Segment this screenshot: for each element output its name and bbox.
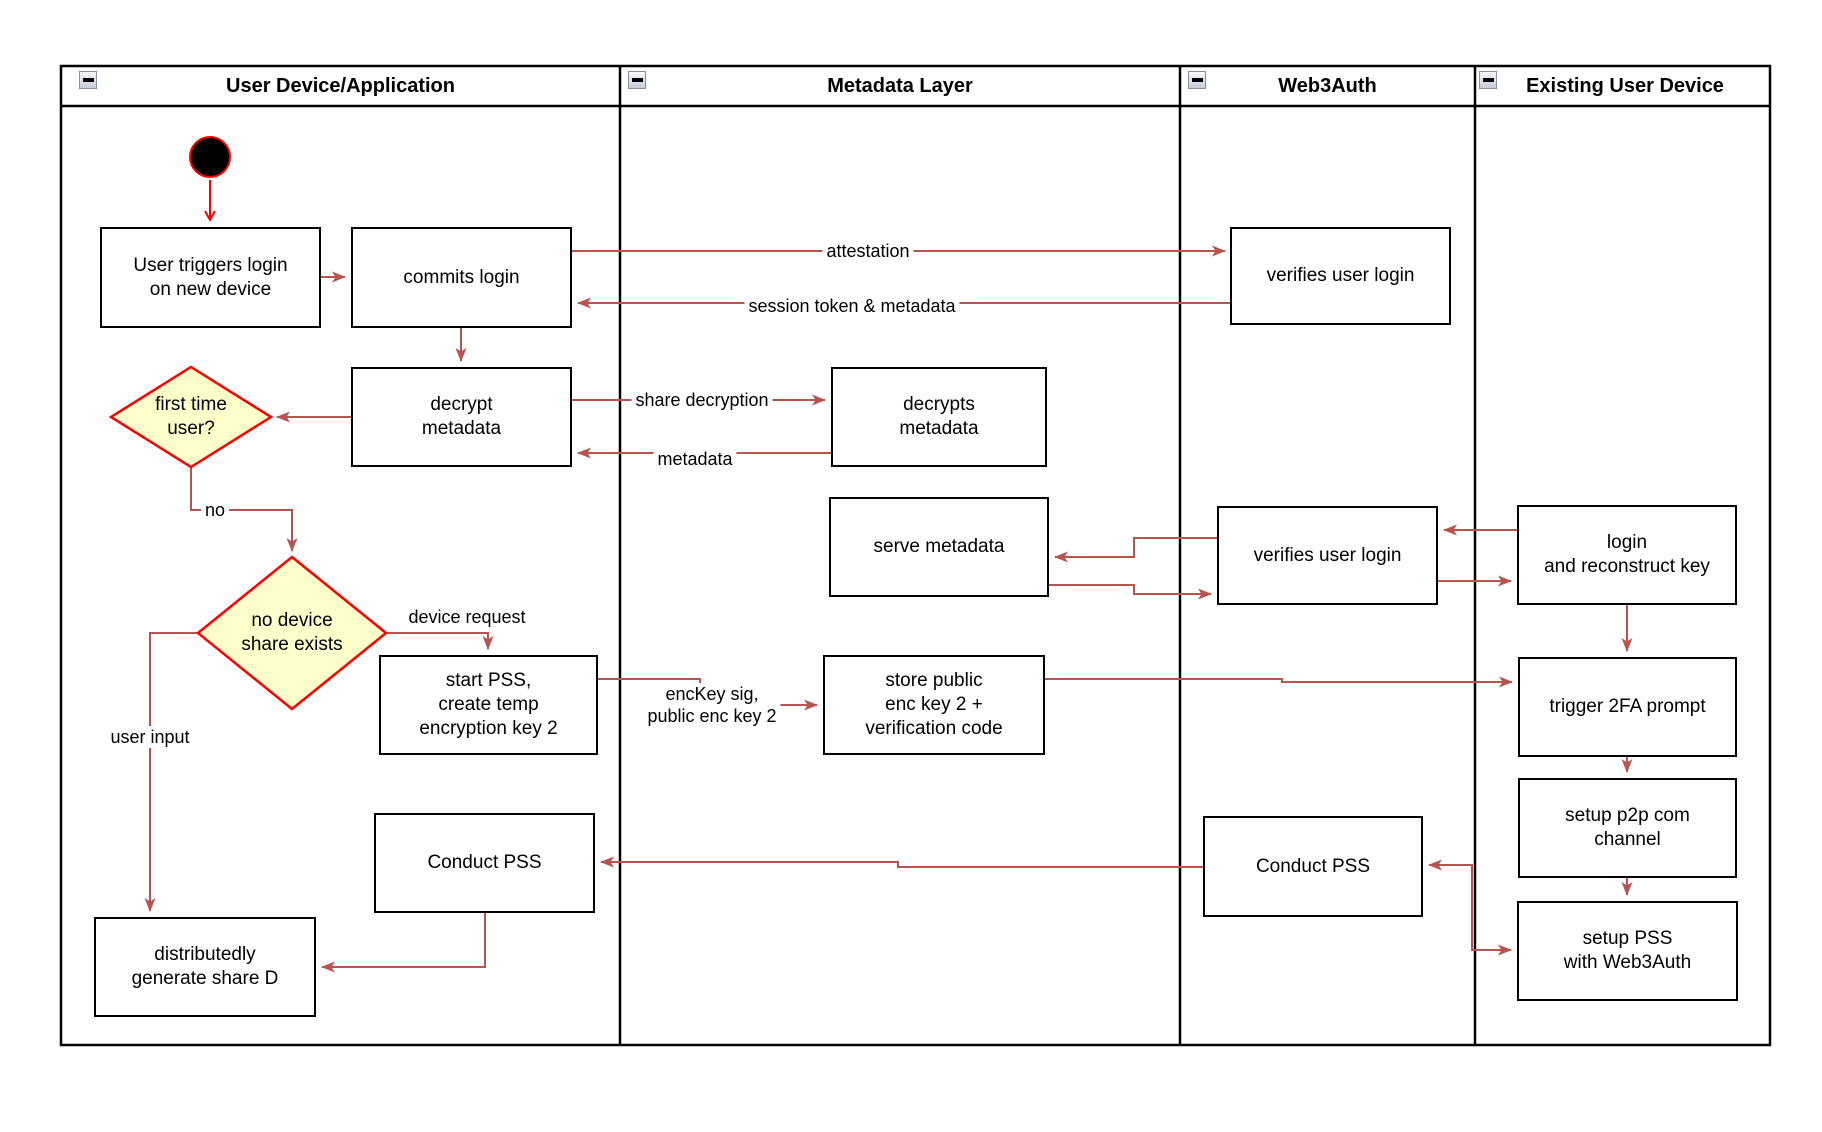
edge-user-input bbox=[144, 632, 198, 912]
lane-title-metadata-layer: Metadata Layer bbox=[827, 74, 973, 97]
edge-label-attestation: attestation bbox=[822, 240, 914, 262]
collapse-minus-icon[interactable] bbox=[1188, 71, 1206, 89]
collapse-minus-icon[interactable] bbox=[79, 71, 97, 89]
edge-label-user-input: user input bbox=[106, 726, 194, 748]
box-distributedly-generate: distributedly generate share D bbox=[94, 917, 316, 1017]
box-verifies-user-login-1: verifies user login bbox=[1230, 227, 1451, 325]
box-user-triggers-login: User triggers login on new device bbox=[100, 227, 321, 328]
box-setup-p2p: setup p2p com channel bbox=[1518, 778, 1737, 878]
box-serve-metadata: serve metadata bbox=[829, 497, 1049, 597]
decision-no-device-share bbox=[196, 555, 388, 711]
edge-label-metadata: metadata bbox=[653, 448, 737, 470]
label-no-device-share: no device share exists bbox=[241, 610, 343, 655]
box-start-pss: start PSS, create temp encryption key 2 bbox=[379, 655, 598, 755]
edge-label-session-token: session token & metadata bbox=[744, 295, 960, 317]
box-login-reconstruct-key: login and reconstruct key bbox=[1517, 505, 1737, 605]
edge-label-no: no bbox=[200, 499, 230, 521]
minus-bar bbox=[631, 78, 643, 82]
box-setup-pss: setup PSS with Web3Auth bbox=[1517, 901, 1738, 1001]
label-first-time-user: first time user? bbox=[155, 394, 227, 439]
lane-title-web3auth: Web3Auth bbox=[1278, 74, 1377, 97]
minus-bar bbox=[82, 78, 94, 82]
box-trigger-2fa: trigger 2FA prompt bbox=[1518, 657, 1737, 757]
edge-label-share-decryption: share decryption bbox=[631, 389, 773, 411]
box-conduct-pss-right: Conduct PSS bbox=[1203, 816, 1423, 917]
edge-store-to-trigger2fa bbox=[1045, 676, 1513, 688]
edge-no-branch bbox=[190, 467, 298, 552]
lane-title-existing-device: Existing User Device bbox=[1526, 74, 1724, 97]
edge-verifies2-to-serve bbox=[1054, 537, 1217, 563]
edge-setup-pss-conduct-pss bbox=[1428, 859, 1512, 956]
box-decrypts-metadata: decrypts metadata bbox=[831, 367, 1047, 467]
edge-label-enckey-sig: encKey sig, public enc key 2 bbox=[643, 683, 781, 727]
box-conduct-pss-left: Conduct PSS bbox=[374, 813, 595, 913]
box-store-public-enc-key: store public enc key 2 + verification co… bbox=[823, 655, 1045, 755]
pool-border bbox=[59, 64, 1772, 1047]
collapse-minus-icon[interactable] bbox=[1479, 71, 1497, 89]
minus-bar bbox=[1482, 78, 1494, 82]
decision-first-time-user bbox=[108, 365, 274, 469]
box-verifies-user-login-2: verifies user login bbox=[1217, 506, 1438, 605]
edge-device-request bbox=[386, 632, 494, 650]
edge-conduct-right-to-left bbox=[600, 856, 1203, 868]
edge-label-device-request: device request bbox=[408, 607, 526, 627]
start-state-circle bbox=[189, 136, 231, 178]
edge-conduct-to-distributedly bbox=[321, 913, 486, 973]
box-decrypt-metadata: decrypt metadata bbox=[351, 367, 572, 467]
edge-serve-to-verifies2 bbox=[1049, 584, 1212, 600]
lane-title-user-device: User Device/Application bbox=[226, 74, 455, 97]
collapse-minus-icon[interactable] bbox=[628, 71, 646, 89]
minus-bar bbox=[1191, 78, 1203, 82]
box-commits-login: commits login bbox=[351, 227, 572, 328]
